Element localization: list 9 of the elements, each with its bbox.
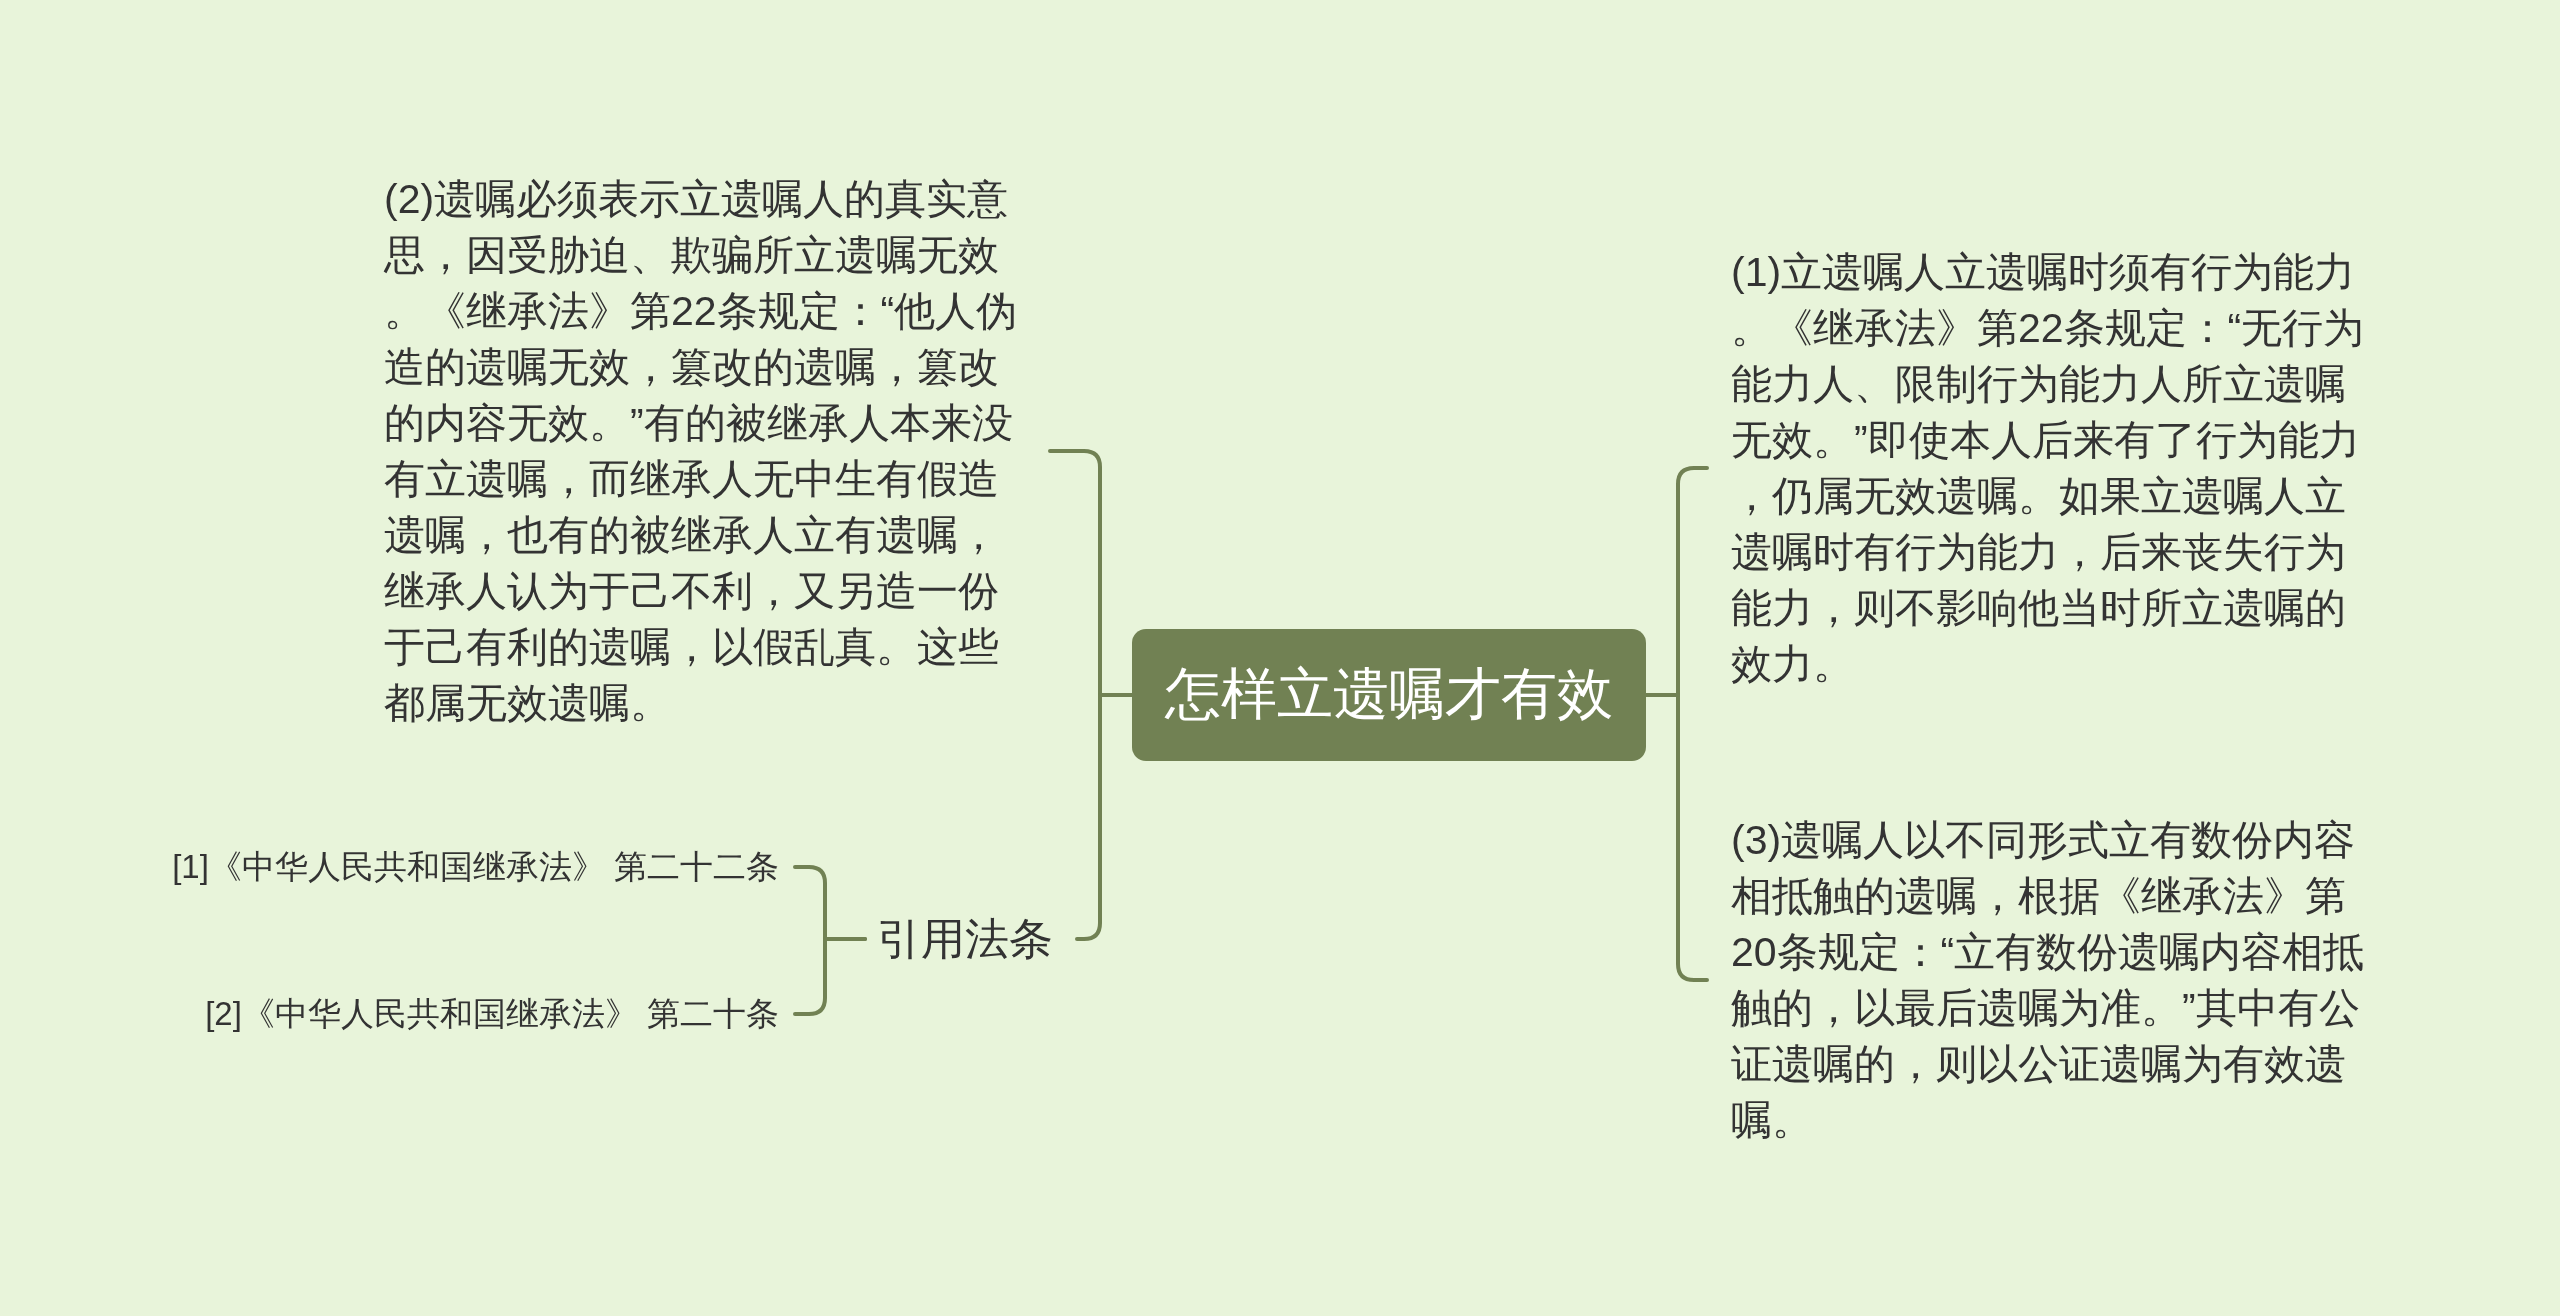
paragraph-text: (3)遗嘱人以不同形式立有数份内容相抵触的遗嘱，根据《继承法》第20条规定：“立有数份遗嘱内容相抵触的，以最后遗嘱为准。”其中有公证遗嘱的，则以公证遗嘱为有效遗嘱。 xyxy=(1731,812,2367,1148)
paragraph-text: (2)遗嘱必须表示立遗嘱人的真实意思，因受胁迫、欺骗所立遗嘱无效。《继承法》第22条规定：“他人伪造的遗嘱无效，篡改的遗嘱，篡改的内容无效。”有的被继承人本来没有立遗嘱，而继承人无中生有假造遗嘱，也有的被继承人立有遗嘱，继承人认为于己不利，又另造一份于己有利的遗嘱，以假乱真。这些都属无效遗嘱。 xyxy=(384,171,1026,731)
connector-line xyxy=(1644,693,1709,982)
paragraph-text: (1)立遗嘱人立遗嘱时须有行为能力。《继承法》第22条规定：“无行为能力人、限制行为能力人所立遗嘱无效。”即使本人后来有了行为能力，仍属无效遗嘱。如果立遗嘱人立遗嘱时有行为能力，后来丧失行为能力，则不影响他当时所立遗嘱的效力。 xyxy=(1731,244,2367,692)
branch-label: 引用法条 xyxy=(877,911,1053,967)
topic-box: 怎样立遗嘱才有效 xyxy=(1132,629,1646,761)
connector-line xyxy=(1075,693,1134,941)
citation-text: [1]《中华人民共和国继承法》 第二十二条 xyxy=(172,846,779,888)
citation-text: [2]《中华人民共和国继承法》 第二十条 xyxy=(205,993,779,1035)
